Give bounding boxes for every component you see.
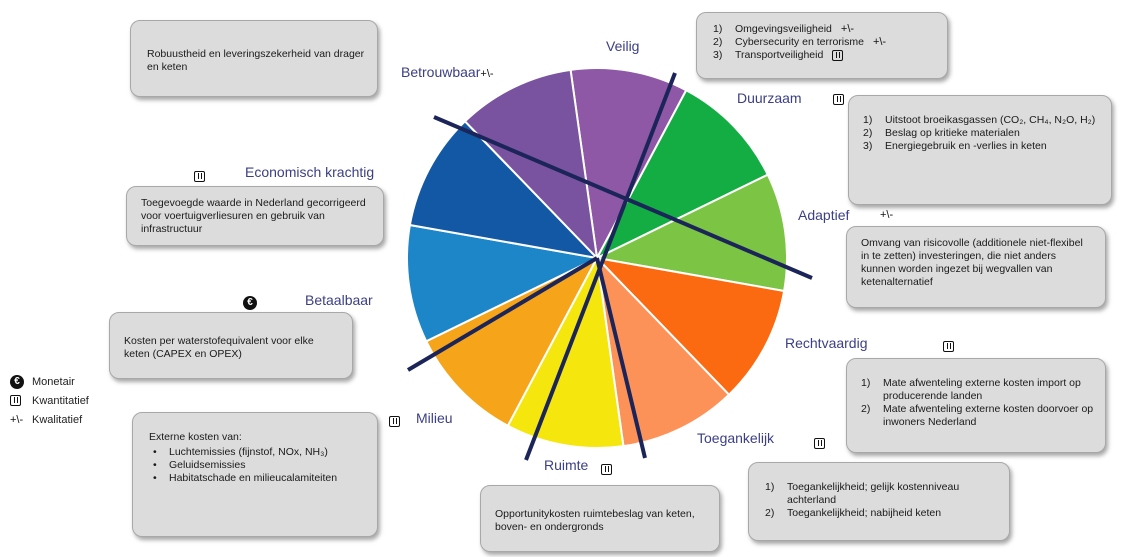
box-adaptief-text: Omvang van risicovolle (additionele niet… bbox=[861, 237, 1083, 288]
list-item: 3)Transportveiligheid bbox=[713, 49, 937, 62]
list-item: •Habitatschade en milieucalamiteiten bbox=[153, 472, 338, 484]
wheel-segment-duurzaam bbox=[594, 88, 770, 261]
list-item: 2)Cybersecurity en terrorisme+\- bbox=[713, 36, 887, 48]
divider-line bbox=[406, 256, 599, 372]
list-item: 1)Omgevingsveiligheid+\- bbox=[713, 23, 855, 35]
quantitative-icon bbox=[389, 413, 400, 431]
label-milieu: Milieu bbox=[416, 410, 453, 426]
list-item: 2)Beslag op kritieke materialen bbox=[863, 127, 1020, 139]
box-milieu-intro: Externe kosten van: bbox=[149, 431, 242, 443]
list-item: 1)Uitstoot broeikasgassen (CO₂, CH₄, N₂O… bbox=[863, 114, 1096, 126]
label-betrouwbaar: Betrouwbaar+\- bbox=[401, 64, 494, 80]
qualitative-icon: +\- bbox=[872, 36, 887, 48]
quantitative-icon bbox=[833, 91, 844, 109]
box-ruimte: Opportunitykosten ruimtebeslag van keten… bbox=[480, 485, 720, 552]
box-veilig: 1)Omgevingsveiligheid+\- 2)Cybersecurity… bbox=[696, 12, 948, 79]
wheel-segment-betrouwbaar bbox=[463, 68, 599, 261]
qualitative-icon: +\- bbox=[840, 23, 855, 35]
quantitative-icon bbox=[10, 395, 32, 406]
box-rechtvaardig: 1)Mate afwenteling externe kosten import… bbox=[846, 358, 1106, 453]
legend-item-monetair: €Monetair bbox=[10, 372, 89, 391]
box-betaalbaar: Kosten per waterstofequivalent voor elke… bbox=[109, 312, 353, 379]
box-betrouwbaar-text: Robuustheid en leveringszekerheid van dr… bbox=[147, 48, 365, 73]
divider-line bbox=[595, 257, 647, 459]
wheel-segment-betaalbaar bbox=[406, 223, 601, 343]
qualitative-icon: +\- bbox=[10, 413, 24, 426]
legend-item-kwantitatief: Kwantitatief bbox=[10, 391, 89, 410]
label-ruimte: Ruimte bbox=[544, 457, 589, 473]
box-economisch-text: Toegevoegde waarde in Nederland gecorrig… bbox=[141, 197, 366, 235]
qualitative-icon: +\- bbox=[480, 68, 494, 80]
label-veilig: Veilig bbox=[606, 38, 640, 54]
quantitative-icon bbox=[814, 435, 825, 453]
list-item: •Geluidsemissies bbox=[153, 459, 246, 471]
list-item: 1)Toegankelijkheid; gelijk kostenniveau … bbox=[765, 481, 960, 506]
label-betaalbaar: Betaalbaar bbox=[305, 292, 373, 308]
euro-icon: € bbox=[243, 292, 257, 310]
quantitative-icon bbox=[832, 49, 844, 62]
box-ruimte-text: Opportunitykosten ruimtebeslag van keten… bbox=[495, 508, 695, 533]
list-item: •Luchtemissies (fijnstof, NOx, NH₃) bbox=[153, 446, 328, 458]
legend-item-kwalitatief: +\-Kwalitatief bbox=[10, 413, 83, 426]
list-item: 3)Energiegebruik en -verlies in keten bbox=[863, 140, 1047, 152]
label-betrouwbaar-text: Betrouwbaar bbox=[401, 64, 481, 80]
box-duurzaam: 1)Uitstoot broeikasgassen (CO₂, CH₄, N₂O… bbox=[848, 95, 1112, 205]
wheel-segment-adaptief bbox=[593, 173, 788, 293]
quantitative-icon bbox=[194, 168, 205, 186]
list-item: 1)Mate afwenteling externe kosten import… bbox=[861, 377, 1081, 402]
wheel-segment-milieu bbox=[424, 255, 600, 428]
box-toegankelijk: 1)Toegankelijkheid; gelijk kostenniveau … bbox=[748, 462, 1010, 541]
wheel-segment-rechtvaardig bbox=[594, 256, 786, 397]
list-item: 2)Mate afwenteling externe kosten doorvo… bbox=[861, 403, 1094, 428]
box-betrouwbaar: Robuustheid en leveringszekerheid van dr… bbox=[130, 20, 378, 97]
box-milieu: Externe kosten van: •Luchtemissies (fijn… bbox=[132, 412, 378, 537]
label-rechtvaardig: Rechtvaardig bbox=[785, 335, 868, 351]
box-betaalbaar-text: Kosten per waterstofequivalent voor elke… bbox=[124, 335, 314, 360]
quantitative-icon bbox=[943, 338, 954, 356]
wheel-segment-economisch-krachtig bbox=[408, 119, 600, 260]
qualitative-icon: +\- bbox=[880, 209, 894, 221]
label-adaptief: Adaptief bbox=[798, 207, 850, 223]
divider-line bbox=[433, 115, 813, 280]
euro-icon: € bbox=[10, 374, 32, 389]
label-duurzaam: Duurzaam bbox=[737, 90, 802, 106]
box-adaptief: Omvang van risicovolle (additionele niet… bbox=[846, 226, 1106, 308]
legend: €Monetair Kwantitatief +\-Kwalitatief bbox=[10, 372, 89, 429]
quantitative-icon bbox=[601, 461, 612, 479]
list-item: 2)Toegankelijkheid; nabijheid keten bbox=[765, 507, 942, 519]
box-economisch: Toegevoegde waarde in Nederland gecorrig… bbox=[126, 186, 384, 246]
label-economisch-krachtig: Economisch krachtig bbox=[245, 164, 375, 180]
label-toegankelijk: Toegankelijk bbox=[697, 430, 775, 446]
